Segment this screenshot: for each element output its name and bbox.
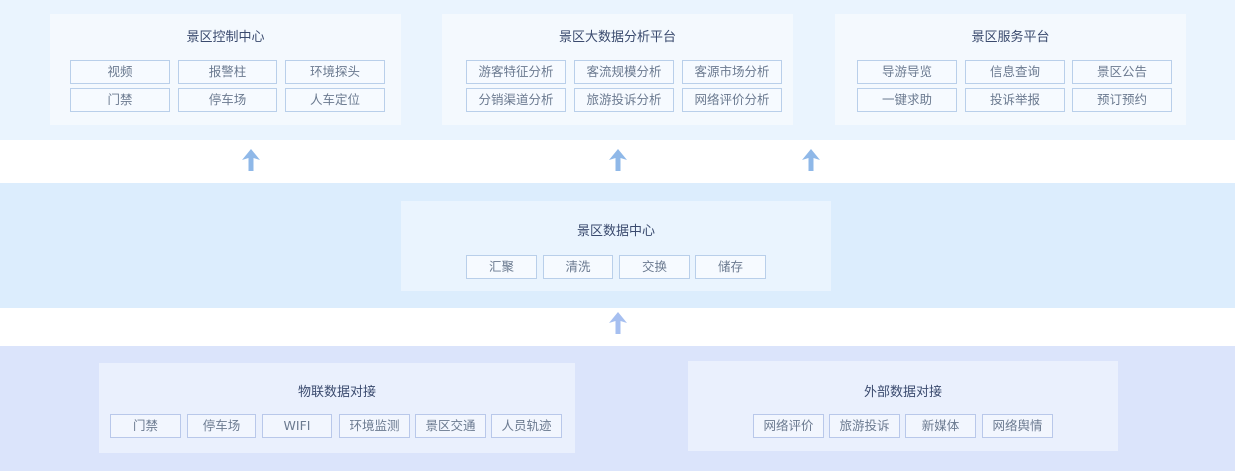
item-complaint-analysis: 旅游投诉分析 [574,88,674,112]
item-complaint-report: 投诉举报 [965,88,1065,112]
data-center-panel: 景区数据中心 汇聚 清洗 交换 储存 [401,201,831,291]
service-panel: 景区服务平台 导游导览 信息查询 景区公告 一键求助 投诉举报 预订预约 [835,14,1186,125]
data-center-title: 景区数据中心 [576,224,655,239]
arrow-up-icon [609,149,627,171]
control-center-title: 景区控制中心 [186,30,265,45]
item-trajectory: 人员轨迹 [491,414,562,438]
item-tourist-feature: 游客特征分析 [466,60,566,84]
item-review-analysis: 网络评价分析 [682,88,782,112]
item-transport: 景区交通 [415,414,486,438]
control-center-panel: 景区控制中心 视频 报警柱 环境探头 门禁 停车场 人车定位 [50,14,401,125]
item-person-vehicle-locate: 人车定位 [285,88,385,112]
arrow-up-shape [242,149,260,171]
item-gate: 门禁 [110,414,181,438]
item-public-opinion: 网络舆情 [982,414,1053,438]
item-aggregate: 汇聚 [466,255,537,279]
item-video: 视频 [70,60,170,84]
item-guide: 导游导览 [857,60,957,84]
item-announcement: 景区公告 [1072,60,1172,84]
item-storage: 储存 [695,255,766,279]
item-exchange: 交换 [619,255,690,279]
application-layer: 景区控制中心 视频 报警柱 环境探头 门禁 停车场 人车定位 景区大数据分析平台… [0,0,1235,140]
item-info-query: 信息查询 [965,60,1065,84]
item-wifi: WIFI [262,414,332,438]
arrow-up-shape [802,149,820,171]
iot-title: 物联数据对接 [297,385,376,400]
item-env-monitor: 环境监测 [339,414,410,438]
item-tour-complaint: 旅游投诉 [829,414,900,438]
item-flow-scale: 客流规模分析 [574,60,674,84]
big-data-title: 景区大数据分析平台 [558,30,676,45]
item-booking: 预订预约 [1072,88,1172,112]
item-distribution: 分销渠道分析 [466,88,566,112]
item-sos: 一键求助 [857,88,957,112]
arrow-up-icon [242,149,260,171]
iot-panel: 物联数据对接 门禁 停车场 WIFI 环境监测 景区交通 人员轨迹 [99,363,575,453]
arrow-up-icon [802,149,820,171]
arrow-up-icon [609,312,627,334]
external-title: 外部数据对接 [863,385,942,400]
service-title: 景区服务平台 [971,30,1050,45]
arrow-up-shape [609,149,627,171]
data-layer: 景区数据中心 汇聚 清洗 交换 储存 [0,183,1235,308]
big-data-panel: 景区大数据分析平台 游客特征分析 客流规模分析 客源市场分析 分销渠道分析 旅游… [442,14,793,125]
item-source-market: 客源市场分析 [682,60,782,84]
item-car-park: 停车场 [187,414,256,438]
arrow-up-shape [609,312,627,334]
item-parking: 停车场 [178,88,277,112]
access-layer: 物联数据对接 门禁 停车场 WIFI 环境监测 景区交通 人员轨迹 外部数据对接… [0,346,1235,471]
item-env-probe: 环境探头 [285,60,385,84]
item-alarm-post: 报警柱 [178,60,277,84]
item-clean: 清洗 [543,255,613,279]
external-panel: 外部数据对接 网络评价 旅游投诉 新媒体 网络舆情 [688,361,1118,451]
item-new-media: 新媒体 [905,414,976,438]
item-online-review: 网络评价 [753,414,824,438]
item-access-gate: 门禁 [70,88,170,112]
